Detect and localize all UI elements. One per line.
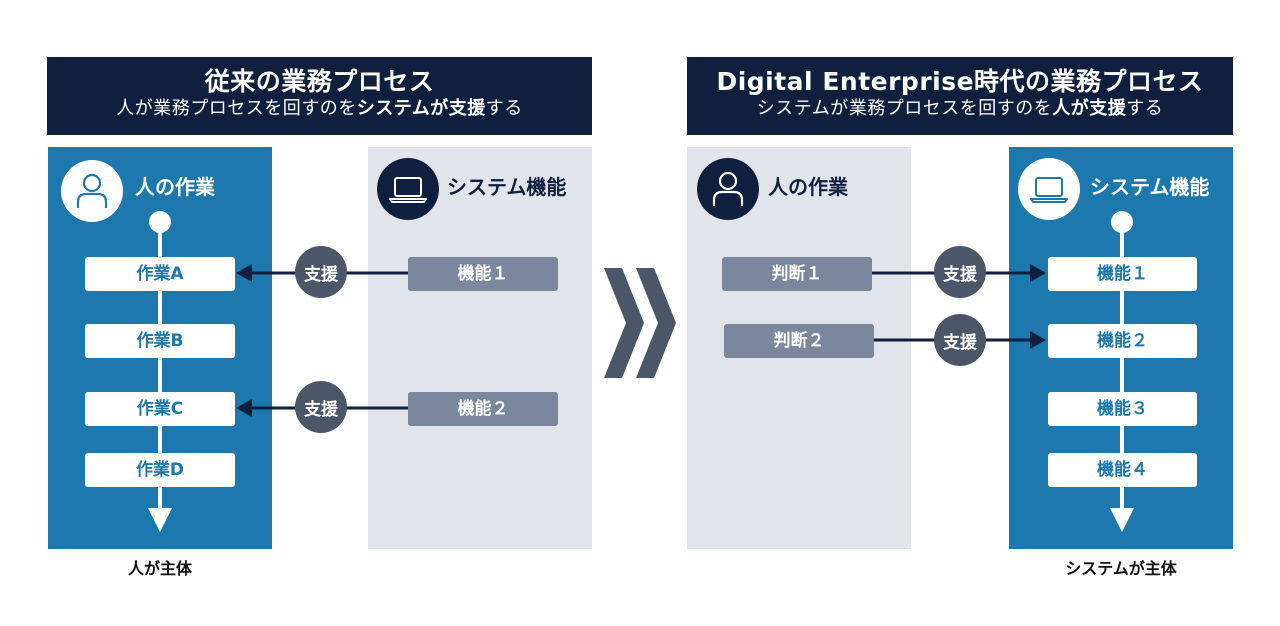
task-a: 作業A <box>85 257 235 291</box>
right-support-badge-1: 支援 <box>934 246 986 298</box>
right-function-1: 機能１ <box>1048 257 1197 291</box>
right-flow-line <box>1120 228 1124 510</box>
left-support-badge-1: 支援 <box>295 246 347 298</box>
right-function-2: 機能２ <box>1048 324 1197 358</box>
left-flow-arrowhead <box>148 508 172 532</box>
right-title: Digital Enterprise時代の業務プロセス <box>716 67 1204 96</box>
laptop-icon <box>389 177 427 203</box>
right-flow-arrowhead <box>1110 508 1134 532</box>
left-system-avatar <box>377 158 439 220</box>
right-human-avatar <box>697 158 759 220</box>
judgment-2: 判断２ <box>724 324 874 358</box>
task-c: 作業C <box>85 392 235 426</box>
right-system-avatar <box>1018 158 1080 220</box>
left-system-title: システム機能 <box>447 175 567 199</box>
left-footer: 人が主体 <box>127 559 192 578</box>
left-human-title: 人の作業 <box>135 175 215 199</box>
left-function-2: 機能２ <box>408 392 558 426</box>
task-b: 作業B <box>85 324 235 358</box>
task-d: 作業D <box>85 453 235 487</box>
right-header: Digital Enterprise時代の業務プロセス システムが業務プロセスを… <box>687 57 1233 135</box>
left-title: 従来の業務プロセス <box>204 67 435 96</box>
left-function-1: 機能１ <box>408 257 558 291</box>
person-icon <box>76 173 108 208</box>
right-support-badge-2: 支援 <box>934 314 986 366</box>
right-footer: システムが主体 <box>1065 559 1177 578</box>
right-flow-dot <box>1111 211 1133 233</box>
left-human-avatar <box>61 160 123 222</box>
right-system-title: システム機能 <box>1090 175 1210 199</box>
right-function-4: 機能４ <box>1048 453 1197 487</box>
right-function-3: 機能３ <box>1048 392 1197 426</box>
double-chevron-icon <box>604 268 676 378</box>
right-human-title: 人の作業 <box>768 175 848 199</box>
left-subtitle: 人が業務プロセスを回すのをシステムが支援する <box>116 98 523 119</box>
left-support-badge-2: 支援 <box>295 381 347 433</box>
person-icon <box>712 171 744 206</box>
right-subtitle: システムが業務プロセスを回すのを人が支援する <box>756 98 1164 119</box>
left-flow-line <box>158 228 162 510</box>
judgment-1: 判断１ <box>722 257 872 291</box>
laptop-icon <box>1030 177 1068 203</box>
left-flow-dot <box>149 211 171 233</box>
left-header: 従来の業務プロセス 人が業務プロセスを回すのをシステムが支援する <box>47 57 592 135</box>
